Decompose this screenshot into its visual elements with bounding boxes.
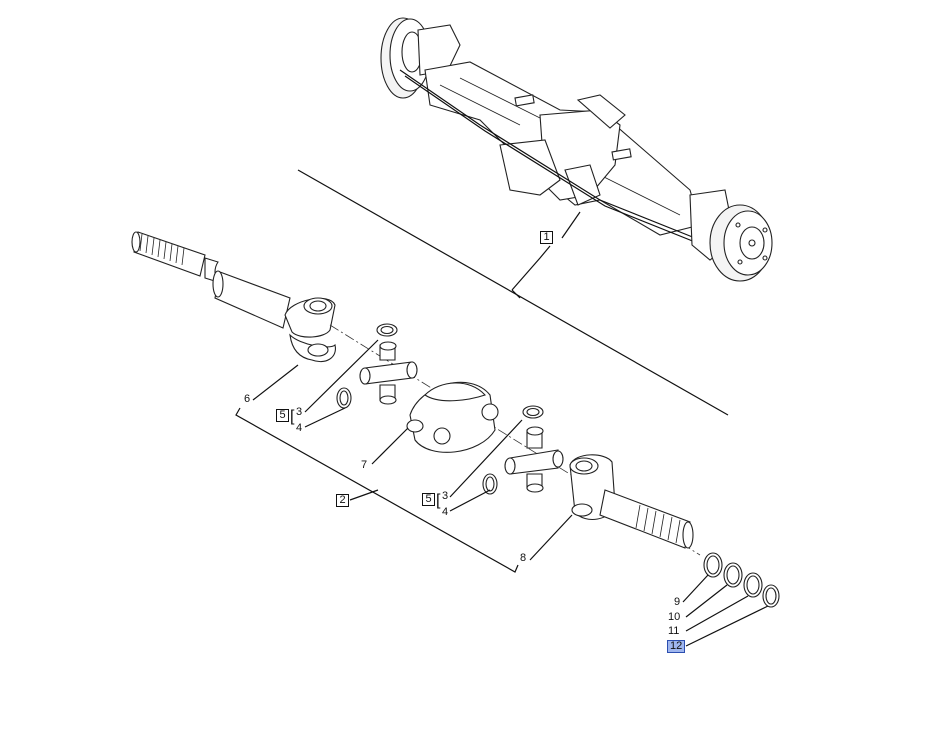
callout-8[interactable]: 8 xyxy=(520,552,527,564)
callout-6[interactable]: 6 xyxy=(244,393,251,405)
callout-2-bracket xyxy=(235,407,519,573)
callout-5-lower[interactable]: 5 xyxy=(422,493,435,506)
callout-1[interactable]: 1 xyxy=(540,231,553,244)
callout-11[interactable]: 11 xyxy=(668,625,680,637)
front-axle-assembly xyxy=(380,17,773,282)
callout-9[interactable]: 9 xyxy=(674,596,681,608)
universal-joint-cross-lower xyxy=(482,405,564,495)
callout-7[interactable]: 7 xyxy=(361,459,368,471)
universal-joint-cross-upper xyxy=(336,323,418,409)
bracket-lower: [ xyxy=(436,492,441,509)
callout-4-upper[interactable]: 4 xyxy=(296,422,303,434)
callout-4-lower[interactable]: 4 xyxy=(442,506,449,518)
callout-3-upper[interactable]: 3 xyxy=(296,406,303,418)
bracket-upper: [ xyxy=(290,408,295,425)
center-coupling-7 xyxy=(406,381,499,453)
axle-shaft-8 xyxy=(569,454,694,549)
ring-set-9-12 xyxy=(703,552,780,608)
callout-12-highlighted[interactable]: 12 xyxy=(667,640,686,653)
callout-10[interactable]: 10 xyxy=(668,611,681,623)
callout-2[interactable]: 2 xyxy=(336,494,349,507)
axle-shaft-6 xyxy=(131,231,336,363)
callout-1-bracket xyxy=(297,169,729,416)
callout-3-lower[interactable]: 3 xyxy=(442,490,449,502)
callout-5-upper[interactable]: 5 xyxy=(276,409,289,422)
